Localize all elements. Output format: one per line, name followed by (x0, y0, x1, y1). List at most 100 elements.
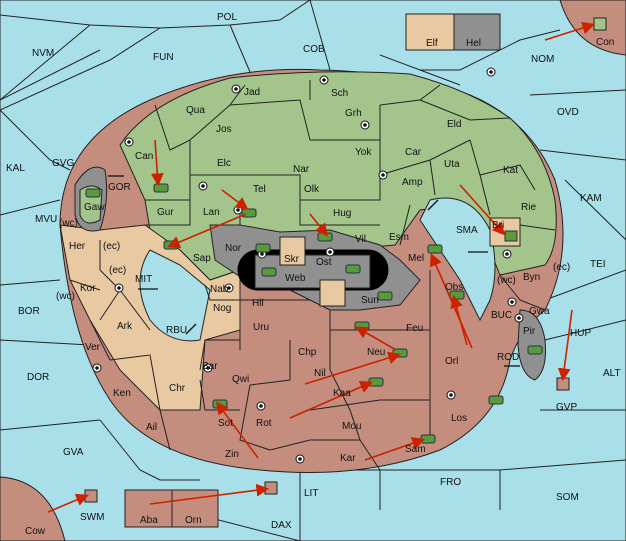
label-region: Obs (445, 282, 463, 293)
label-region: SWM (80, 512, 104, 523)
region-skr[interactable] (279, 236, 306, 266)
label-region: Ken (113, 388, 131, 399)
region-con-marker[interactable] (593, 17, 607, 31)
label-region: Hel (466, 38, 481, 49)
label-region: Bri (492, 220, 504, 231)
army-gaw (85, 188, 101, 198)
region-gvp[interactable] (556, 377, 570, 391)
label-region: Nil (314, 368, 326, 379)
army-gur (153, 183, 169, 193)
label-region: Mou (342, 421, 361, 432)
label-region: Skr (284, 254, 300, 265)
label-sea: GVG (52, 158, 74, 169)
army-kaa (368, 377, 384, 387)
label-sea: OVD (557, 107, 579, 118)
label-region: Uta (444, 159, 460, 170)
label-region: Aba (140, 515, 158, 526)
label-sea: RBU (166, 325, 187, 336)
label-sea: FRO (440, 477, 461, 488)
label-sea: (ec) (109, 265, 126, 276)
label-sea: COB (303, 44, 325, 55)
label-sea: GVA (63, 447, 84, 458)
label-sea: DOR (27, 372, 49, 383)
army-sam (420, 434, 436, 444)
label-region: Nar (293, 164, 310, 175)
label-region: Sun (361, 295, 379, 306)
label-region: Mel (408, 253, 424, 264)
army-vil (317, 232, 333, 242)
label-region: Lan (203, 207, 220, 218)
sea-rbu-bay (139, 249, 211, 342)
label-region: Chp (298, 347, 317, 358)
label-region: Grh (345, 108, 362, 119)
label-sea: SMA (456, 225, 478, 236)
label-region: Hil (252, 298, 264, 309)
army-sun (377, 291, 393, 301)
move-arrows (47, 21, 596, 513)
army-ost (345, 264, 361, 274)
army-web (261, 267, 277, 277)
label-sea: NOM (531, 54, 554, 65)
label-region: Yok (355, 147, 372, 158)
label-sea: BUC (491, 310, 512, 321)
label-region: Sam (405, 444, 426, 455)
label-region: Uru (253, 322, 269, 333)
label-sea: (ec) (553, 262, 570, 273)
label-sea: HUP (570, 328, 591, 339)
label-region: Cow (25, 526, 46, 537)
label-region: Qua (186, 105, 205, 116)
label-region: Her (69, 241, 86, 252)
label-region: Zin (225, 449, 239, 460)
label-region: Jad (244, 87, 260, 98)
label-region: Rot (256, 418, 272, 429)
region-pir[interactable] (517, 309, 546, 381)
region-hel[interactable] (453, 13, 501, 51)
label-sea: TEI (590, 259, 606, 270)
army-bri (504, 230, 518, 242)
label-sea: DAX (271, 520, 292, 531)
label-region: Pir (523, 326, 536, 337)
label-region: Can (135, 151, 153, 162)
army-pir (527, 345, 543, 355)
label-region: Amp (402, 177, 423, 188)
label-sea: (wc) (497, 275, 516, 286)
convoy-links (108, 175, 520, 367)
label-region: Kar (340, 453, 356, 464)
label-region: Ver (85, 342, 101, 353)
army-mel (427, 244, 443, 254)
label-region: Web (285, 273, 306, 284)
supply-centers (92, 67, 524, 464)
region-eun[interactable] (319, 279, 346, 307)
label-region: Ark (117, 321, 133, 332)
region-swm[interactable] (84, 489, 98, 503)
label-sea: GOR (108, 182, 131, 193)
label-sea: SOM (556, 492, 579, 503)
label-region: Hug (333, 208, 351, 219)
label-region: Bar (202, 361, 218, 372)
label-region: Qwi (232, 374, 249, 385)
label-region: Elf (426, 38, 438, 49)
label-region: Orn (185, 515, 202, 526)
label-region: Nor (225, 243, 242, 254)
region-lit-marker[interactable] (264, 481, 278, 495)
label-sea: MIT (135, 274, 152, 285)
label-region: Kaa (333, 388, 351, 399)
label-region: Ost (316, 257, 332, 268)
army-los (488, 395, 504, 405)
army-lan (241, 208, 257, 218)
label-region: Gur (157, 207, 174, 218)
label-sea: ROD (497, 352, 519, 363)
label-sea: KAL (6, 163, 25, 174)
label-region: Eld (447, 119, 461, 130)
label-region: Kat (503, 165, 518, 176)
label-region: Sch (331, 88, 348, 99)
label-region: Olk (304, 184, 320, 195)
army-nor (255, 243, 271, 253)
label-region: Sap (193, 253, 211, 264)
region-elf[interactable] (405, 13, 455, 51)
label-region: Elc (217, 158, 231, 169)
region-orn[interactable] (171, 489, 219, 528)
